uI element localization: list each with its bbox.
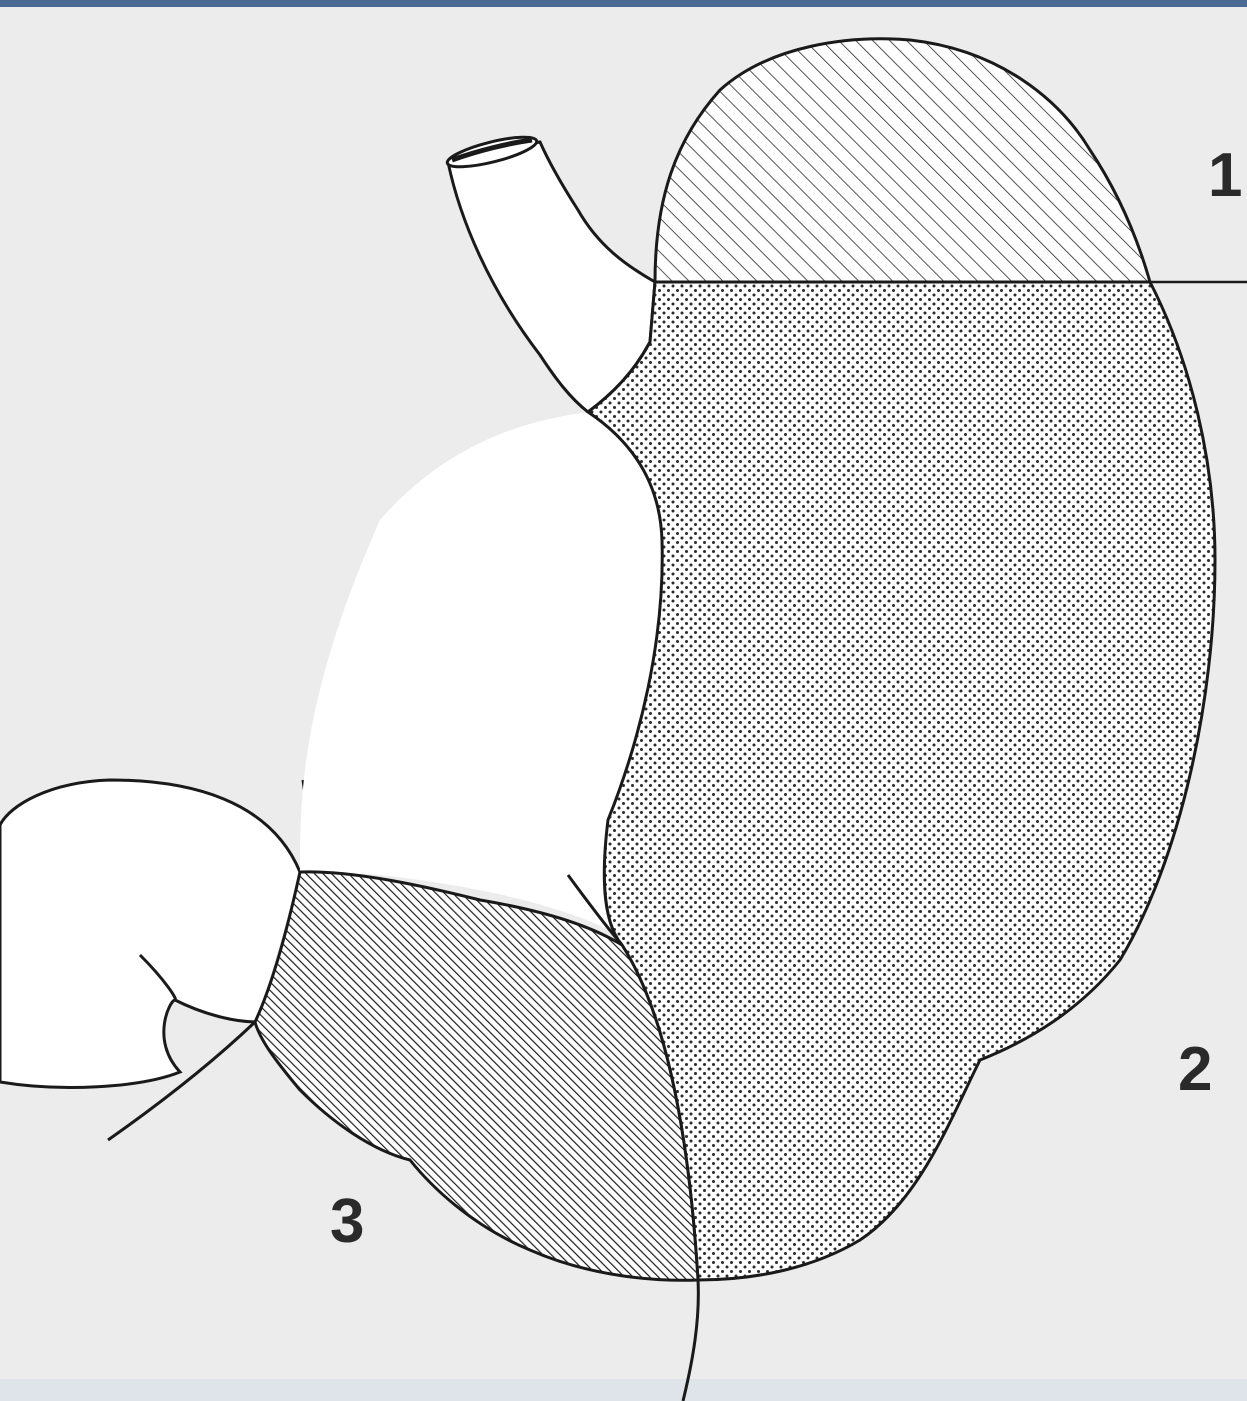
label-region-1: 1 (1208, 141, 1242, 210)
esophagus (448, 142, 655, 412)
duodenum (0, 780, 300, 1087)
label-region-3: 3 (330, 1187, 364, 1256)
region-3-boundary-line (683, 1280, 698, 1401)
label-region-2: 2 (1178, 1035, 1212, 1104)
region-1-fundus (655, 39, 1150, 282)
